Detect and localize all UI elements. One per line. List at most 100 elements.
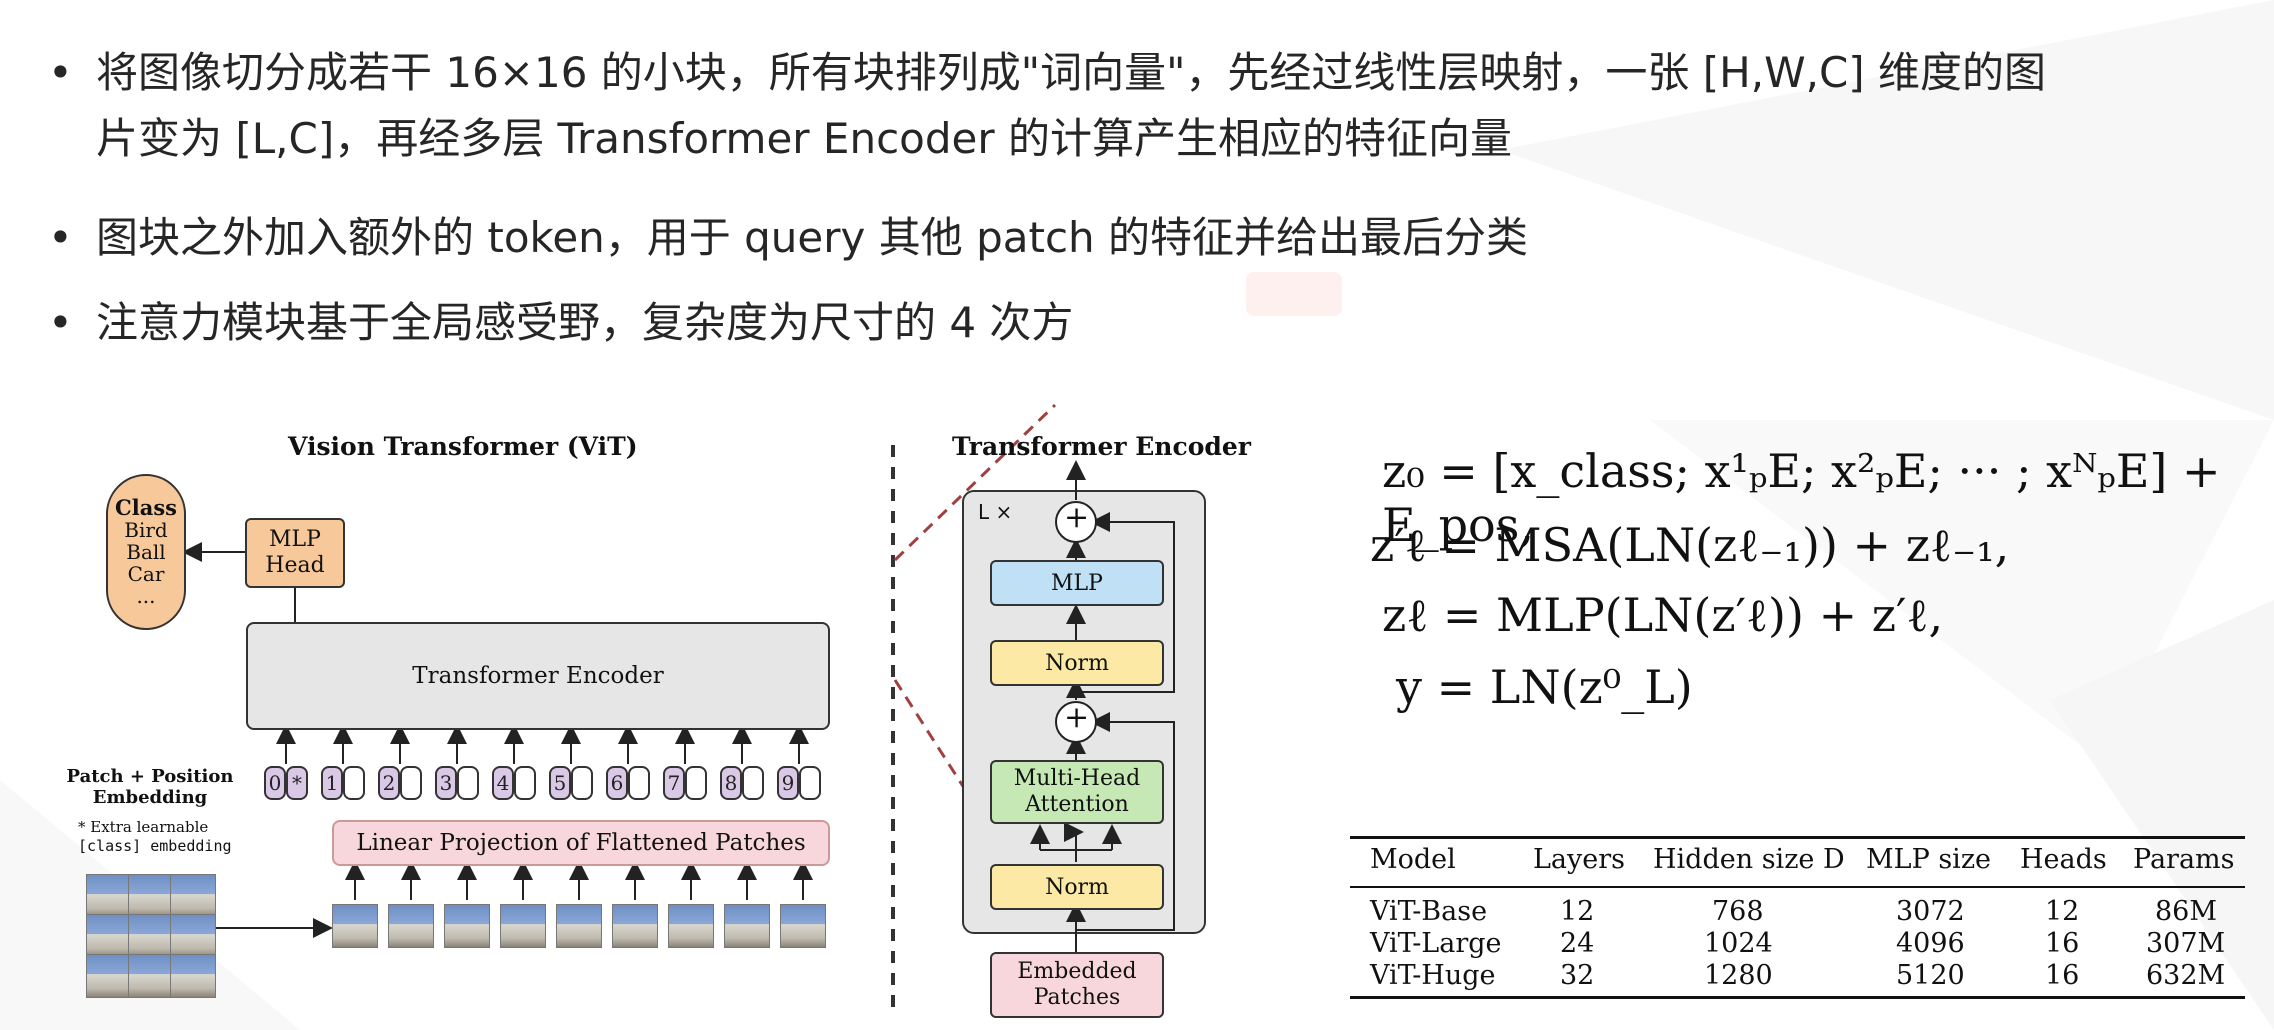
patch-token — [628, 766, 650, 800]
mlp-head-box: MLP Head — [245, 518, 345, 588]
table-header-cell: Params — [2133, 844, 2235, 875]
table-cell: 768 — [1712, 896, 1764, 927]
image-patch — [332, 904, 378, 948]
residual-add-top: + — [1064, 500, 1090, 535]
image-patch — [668, 904, 714, 948]
bullet-item: • 图块之外加入额外的 token，用于 query 其他 patch 的特征并… — [48, 210, 1528, 266]
linear-projection-box: Linear Projection of Flattened Patches — [332, 820, 830, 866]
table-cell: 32 — [1560, 960, 1595, 991]
position-token: 0 — [264, 766, 286, 800]
multi-head-attention-block: Multi-Head Attention — [990, 760, 1164, 824]
table-cell: 4096 — [1896, 928, 1965, 959]
table-bottom-rule — [1350, 996, 2245, 999]
table-header-cell: Model — [1370, 844, 1456, 875]
image-patch — [612, 904, 658, 948]
encoder-connectors — [1030, 460, 1175, 952]
table-cell: 24 — [1560, 928, 1595, 959]
vit-title: Vision Transformer (ViT) — [288, 432, 638, 461]
patch-token — [514, 766, 536, 800]
image-patch — [780, 904, 826, 948]
bullet-item: • 将图像切分成若干 16×16 的小块，所有块排列成"词向量"，先经过线性层映… — [48, 45, 2046, 167]
patch-token — [400, 766, 422, 800]
table-header-cell: MLP size — [1866, 844, 1992, 875]
mha-label: Multi-Head — [1013, 766, 1141, 791]
position-token: 6 — [606, 766, 628, 800]
patch-position-label-line: Embedding — [92, 787, 208, 808]
image-patch — [500, 904, 546, 948]
patch-token — [571, 766, 593, 800]
table-mid-rule — [1350, 886, 2245, 888]
bullet-text: 注意力模块基于全局感受野，复杂度为尺寸的 4 次方 — [96, 298, 1074, 347]
position-token: 5 — [549, 766, 571, 800]
position-token: 8 — [720, 766, 742, 800]
table-top-rule — [1350, 836, 2245, 839]
embedded-label: Patches — [1033, 985, 1121, 1010]
image-patch — [86, 874, 132, 918]
position-token: 9 — [777, 766, 799, 800]
patch-token — [685, 766, 707, 800]
floating-toolbar[interactable] — [1246, 272, 1342, 316]
transformer-encoder-box: Transformer Encoder — [246, 622, 830, 730]
table-header-cell: Heads — [2020, 844, 2107, 875]
encoder-detail-title: Transformer Encoder — [952, 432, 1251, 461]
table-cell: 5120 — [1896, 960, 1965, 991]
image-patch — [170, 954, 216, 998]
position-token: 1 — [321, 766, 343, 800]
image-patch — [128, 914, 174, 958]
table-cell: 12 — [2045, 896, 2080, 927]
position-token: 7 — [663, 766, 685, 800]
extra-note-line: * Extra learnable — [78, 818, 209, 836]
class-item: Bird — [124, 518, 168, 542]
patch-position-label-line: Patch + Position — [66, 766, 234, 787]
class-item: ... — [136, 584, 156, 608]
bullet-text-continued: 片变为 [L,C]，再经多层 Transformer Encoder 的计算产生… — [96, 114, 1512, 163]
image-patch — [388, 904, 434, 948]
image-patch — [724, 904, 770, 948]
class-item: Ball — [126, 540, 166, 564]
equation-z-prime: z′ℓ = MSA(LN(zℓ₋₁)) + zℓ₋₁, — [1370, 518, 2010, 572]
mlp-block: MLP — [990, 560, 1164, 606]
image-patch — [86, 914, 132, 958]
bullet-item: • 注意力模块基于全局感受野，复杂度为尺寸的 4 次方 — [48, 295, 1074, 351]
table-cell: ViT-Huge — [1370, 960, 1496, 991]
image-patch — [86, 954, 132, 998]
norm-block-top: Norm — [990, 640, 1164, 686]
table-cell: 16 — [2045, 928, 2080, 959]
patch-token — [799, 766, 821, 800]
table-cell: 16 — [2045, 960, 2080, 991]
equation-z-l: zℓ = MLP(LN(z′ℓ)) + z′ℓ, — [1382, 588, 1944, 642]
patch-token — [742, 766, 764, 800]
patch-position-label: Patch + Position Embedding — [60, 766, 240, 808]
table-header-cell: Hidden size D — [1653, 844, 1845, 875]
image-patch — [444, 904, 490, 948]
image-patch — [170, 914, 216, 958]
table-cell: 307M — [2146, 928, 2226, 959]
bullet-dot: • — [48, 213, 73, 262]
embedded-label: Embedded — [1017, 959, 1137, 984]
equation-z0: z₀ = [x_class; x¹ₚE; x²ₚE; ··· ; xᴺₚE] +… — [1382, 444, 2221, 552]
norm-block-bottom: Norm — [990, 864, 1164, 910]
repeat-label: L × — [978, 500, 1013, 524]
extra-note-line: [class] embedding — [78, 837, 232, 855]
table-cell: 632M — [2146, 960, 2226, 991]
mlp-head-label: MLP — [269, 527, 321, 552]
image-patch — [128, 954, 174, 998]
table-cell: 86M — [2155, 896, 2218, 927]
class-item: Car — [127, 562, 165, 586]
patch-token — [343, 766, 365, 800]
table-cell: 1280 — [1704, 960, 1773, 991]
equation-y: y = LN(z⁰_L) — [1396, 660, 1693, 714]
class-token: * — [286, 766, 308, 800]
class-output-box: Class Bird Ball Car ... — [106, 474, 186, 630]
mha-label: Attention — [1025, 792, 1129, 817]
position-token: 2 — [378, 766, 400, 800]
table-header-cell: Layers — [1533, 844, 1626, 875]
position-token: 4 — [492, 766, 514, 800]
table-cell: 3072 — [1896, 896, 1965, 927]
table-cell: ViT-Large — [1370, 928, 1502, 959]
table-cell: ViT-Base — [1370, 896, 1488, 927]
patch-token — [457, 766, 479, 800]
table-cell: 12 — [1560, 896, 1595, 927]
position-token: 3 — [435, 766, 457, 800]
